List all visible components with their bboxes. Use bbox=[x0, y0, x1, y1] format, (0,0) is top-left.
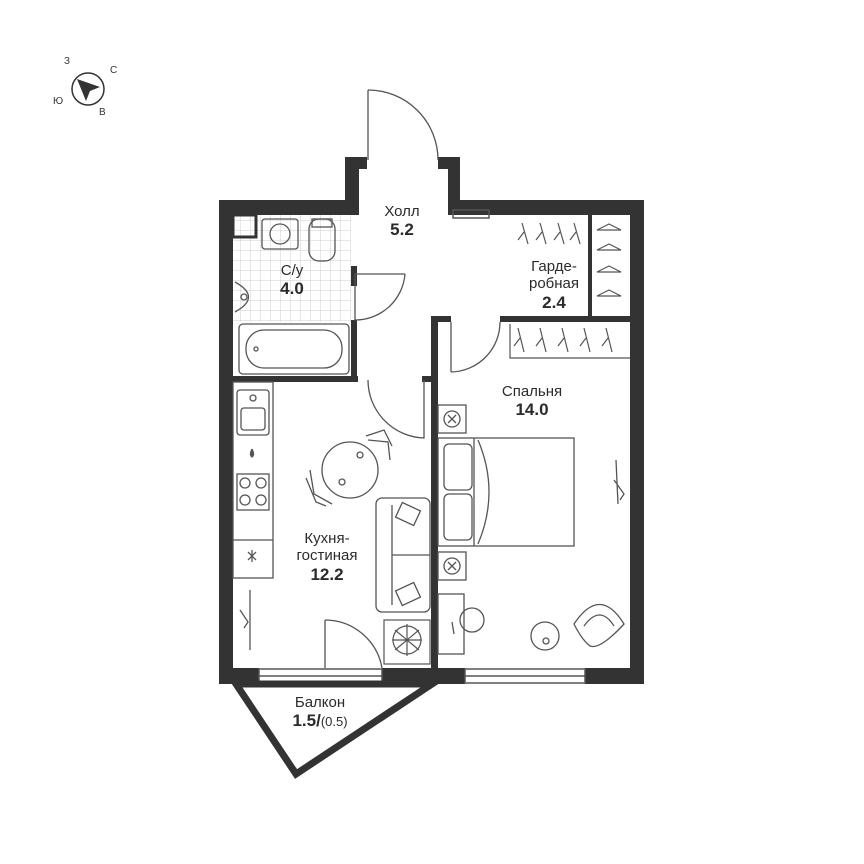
plant bbox=[383, 619, 431, 665]
compass-east-label: В bbox=[99, 107, 106, 118]
bedroom-furniture bbox=[437, 404, 625, 655]
bedroom-area: 14.0 bbox=[515, 400, 549, 420]
balcony-area-reduced: (0.5) bbox=[320, 714, 348, 730]
kitchen-unit bbox=[232, 381, 274, 650]
interior-walls bbox=[231, 213, 630, 668]
bathroom-tiles bbox=[233, 215, 351, 322]
sofa bbox=[375, 497, 431, 613]
exterior-walls bbox=[219, 157, 644, 684]
compass-south-label: Ю bbox=[53, 96, 64, 107]
wardrobe-label: Гарде- робная 2.4 bbox=[508, 258, 600, 312]
kitchen-name-line2: гостиная bbox=[296, 547, 358, 565]
doors bbox=[324, 89, 501, 669]
balcony-name: Балкон bbox=[294, 694, 346, 711]
bathroom-area: 4.0 bbox=[280, 279, 304, 299]
hall-area: 5.2 bbox=[390, 220, 414, 240]
dining-table bbox=[305, 429, 393, 507]
wardrobe-name-line1: Гарде- bbox=[531, 258, 577, 275]
kitchen-label: Кухня- гостиная 12.2 bbox=[282, 530, 372, 584]
hall-label: Холл 5.2 bbox=[372, 203, 432, 240]
kitchen-name-line1: Кухня- bbox=[304, 530, 350, 547]
hall-name: Холл bbox=[384, 203, 420, 220]
bathroom-fixtures bbox=[234, 218, 350, 375]
wardrobe-hangers bbox=[509, 222, 630, 359]
bathroom-label: С/у 4.0 bbox=[262, 262, 322, 299]
balcony-area: 1.5/ bbox=[292, 711, 321, 731]
balcony-label: Балкон 1.5/(0.5) bbox=[270, 694, 370, 732]
compass-west-label: З bbox=[64, 56, 71, 67]
wardrobe-area: 2.4 bbox=[542, 292, 566, 312]
bedroom-name: Спальня bbox=[501, 383, 563, 400]
bathroom-name: С/у bbox=[280, 262, 304, 279]
kitchen-area: 12.2 bbox=[310, 564, 344, 584]
compass-north-label: С bbox=[110, 65, 118, 76]
bedroom-label: Спальня 14.0 bbox=[492, 383, 572, 420]
compass-icon bbox=[71, 72, 105, 106]
wardrobe-name-line2: робная bbox=[528, 275, 580, 293]
balcony-outline bbox=[229, 680, 444, 779]
